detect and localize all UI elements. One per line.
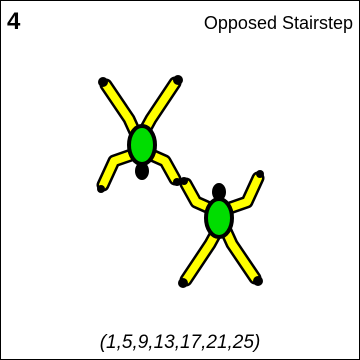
formation-title: Opposed Stairstep (203, 13, 353, 33)
formation-number: 4 (7, 8, 21, 35)
formation-sequence: (1,5,9,13,17,21,25) (99, 332, 261, 353)
skydiver-top-left-icon (97, 75, 183, 193)
skydiver-bottom-right-icon (178, 170, 264, 288)
